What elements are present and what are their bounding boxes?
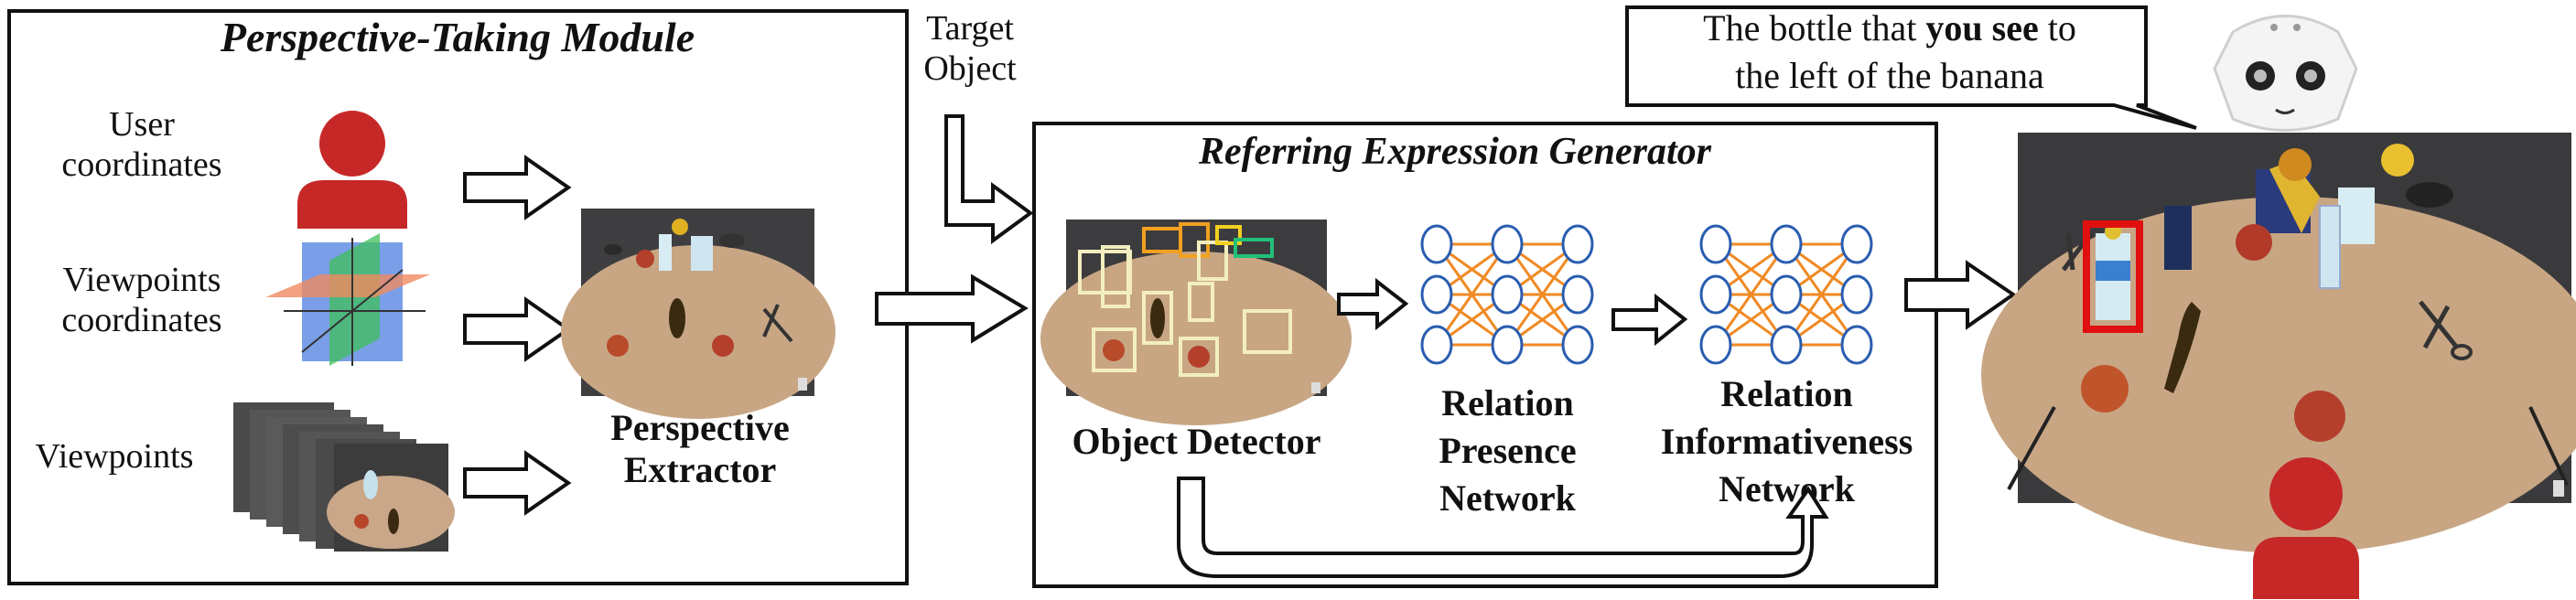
speech-text: The bottle that you see to the left of t… — [1703, 7, 2076, 96]
viewpoints-label: Viewpoints — [35, 437, 194, 476]
relation-informativeness-network-label: Relation Informativeness Network — [1660, 373, 1913, 509]
arrow-icon — [1904, 260, 2017, 330]
user-icon — [297, 111, 407, 229]
viewpoints-coordinates-label: Viewpoints coordinates — [61, 261, 222, 339]
perspective-extractor-image — [561, 209, 835, 419]
arrow-icon — [1611, 293, 1688, 347]
perspective-module-title: Perspective-Taking Module — [220, 14, 695, 60]
user-icon — [2253, 457, 2359, 599]
arrow-icon — [463, 450, 572, 516]
neural-network-icon — [1420, 224, 1594, 365]
object-detector-image — [1040, 220, 1352, 425]
speech-bubble — [1625, 5, 2197, 130]
arrow-icon — [1337, 277, 1409, 331]
arrow-icon — [875, 273, 1029, 344]
neural-network-icon — [1699, 224, 1873, 365]
output-scene-image — [1981, 133, 2576, 553]
axes-icon — [265, 233, 430, 366]
object-detector-label: Object Detector — [1072, 421, 1321, 462]
stacked-frames-icon — [233, 402, 455, 552]
bent-arrow-icon — [944, 114, 1034, 244]
arrow-icon — [463, 155, 572, 220]
arrow-icon — [463, 296, 572, 362]
relation-presence-network-label: Relation Presence Network — [1439, 382, 1577, 519]
robot-icon — [2213, 15, 2358, 132]
user-coordinates-label: User coordinates — [61, 105, 222, 184]
bypass-arrow-icon — [1177, 477, 1829, 578]
target-object-label: Target Object — [923, 9, 1017, 88]
reg-title: Referring Expression Generator — [1198, 131, 1712, 173]
perspective-extractor-label: Perspective Extractor — [610, 407, 790, 490]
